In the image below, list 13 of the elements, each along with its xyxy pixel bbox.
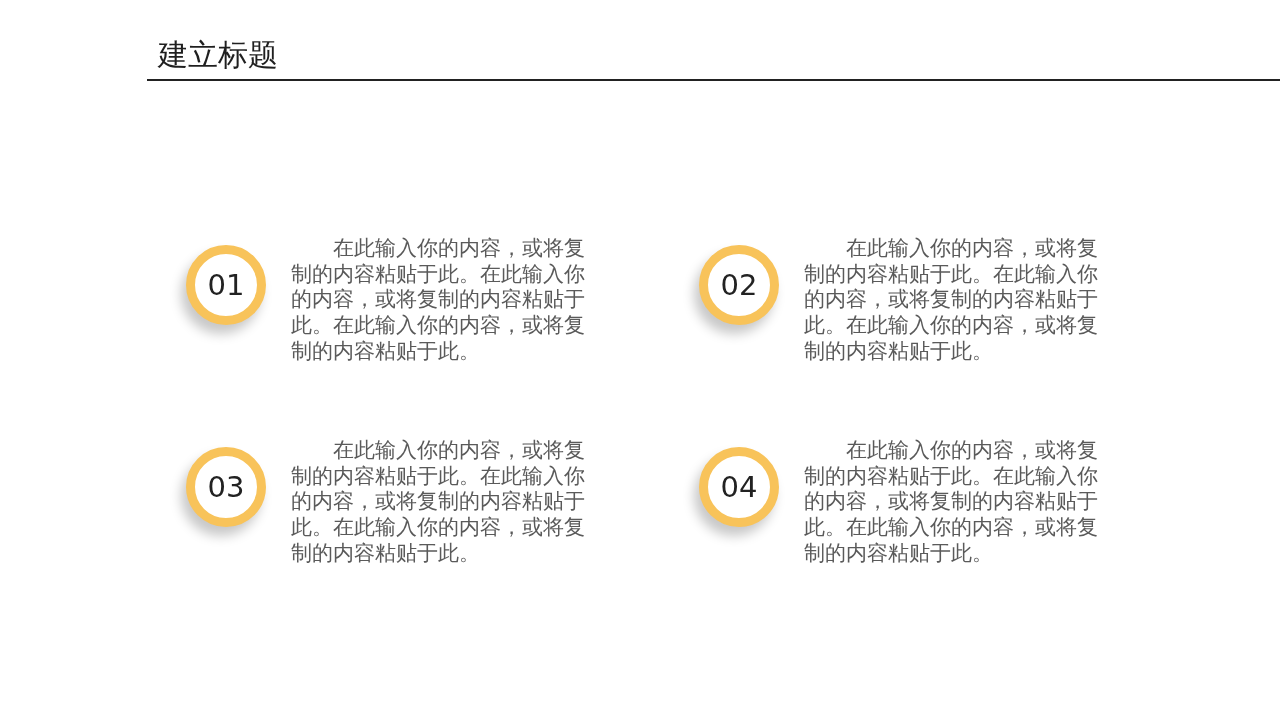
number-circle [186, 447, 266, 527]
slide-title: 建立标题 [158, 37, 278, 73]
body-text: 在此输入你的内容，或将复制的内容粘贴于此。在此输入你的内容，或将复制的内容粘贴于此。在此输入你的内容，或将复制的内容粘贴于此。 [804, 438, 1099, 567]
number-circle [699, 447, 779, 527]
step-number: 01 [207, 269, 245, 301]
step-number: 03 [207, 471, 245, 503]
body-text: 在此输入你的内容，或将复制的内容粘贴于此。在此输入你的内容，或将复制的内容粘贴于此。在此输入你的内容，或将复制的内容粘贴于此。 [291, 438, 586, 567]
step-number: 04 [720, 471, 758, 503]
body-text: 在此输入你的内容，或将复制的内容粘贴于此。在此输入你的内容，或将复制的内容粘贴于此。在此输入你的内容，或将复制的内容粘贴于此。 [804, 236, 1099, 365]
number-circle [186, 245, 266, 325]
step-number: 02 [720, 269, 758, 301]
number-circle [699, 245, 779, 325]
body-text: 在此输入你的内容，或将复制的内容粘贴于此。在此输入你的内容，或将复制的内容粘贴于此。在此输入你的内容，或将复制的内容粘贴于此。 [291, 236, 586, 365]
